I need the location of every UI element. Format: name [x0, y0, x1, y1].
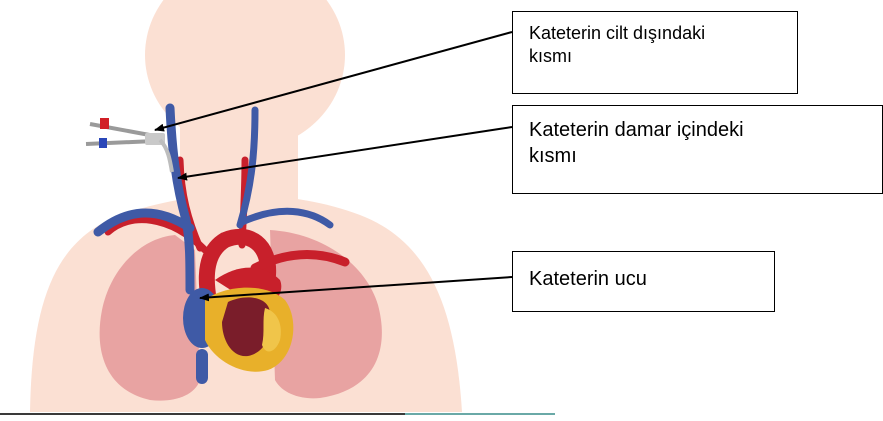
- neck-shape: [180, 110, 298, 200]
- label-catheter-tip: Kateterin ucu: [529, 266, 774, 292]
- red-clamp-icon: [100, 118, 109, 129]
- label-intravascular-part: Kateterin damar içindeki kısmı: [529, 117, 882, 169]
- label-box-catheter-tip: Kateterin ucu: [512, 251, 775, 312]
- label-box-external-part: Kateterin cilt dışındaki kısmı: [512, 11, 798, 94]
- label-external-part: Kateterin cilt dışındaki kısmı: [529, 22, 797, 69]
- catheter-hub: [86, 118, 172, 172]
- catheter-line-lower: [86, 141, 155, 144]
- blue-clamp-icon: [99, 138, 107, 148]
- label-box-intravascular-part: Kateterin damar içindeki kısmı: [512, 105, 883, 194]
